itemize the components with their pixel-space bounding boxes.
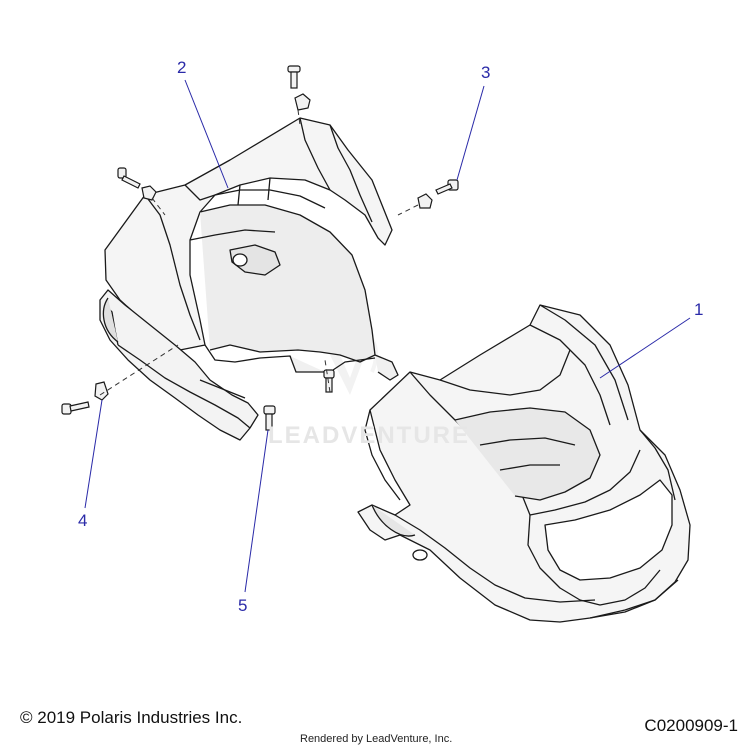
part-2-lower-wing xyxy=(99,289,259,441)
bolt-top-icon xyxy=(287,65,301,89)
part-1-nose-cover xyxy=(357,304,691,623)
part-2-inner-shroud xyxy=(104,117,399,381)
copyright-text: © 2019 Polaris Industries Inc. xyxy=(20,708,243,727)
clip-left-top-icon xyxy=(141,185,157,201)
bolt-4-icon xyxy=(61,401,90,415)
leader-lines xyxy=(84,79,691,593)
bolt-3-icon xyxy=(435,179,459,195)
rendered-by-text: Rendered by LeadVenture, Inc. xyxy=(300,733,453,745)
alignment-lines xyxy=(99,109,419,396)
leader-5 xyxy=(244,429,269,593)
leader-3 xyxy=(456,85,485,181)
callout-4: 4 xyxy=(78,511,88,530)
clip-4-icon xyxy=(94,381,109,401)
leader-2 xyxy=(184,79,229,189)
callout-1: 1 xyxy=(694,300,704,319)
callout-2: 2 xyxy=(177,58,187,77)
fasteners xyxy=(61,65,459,431)
clip-right-icon xyxy=(417,193,433,209)
watermark-text: LEADVENTURE xyxy=(268,422,471,449)
figure-code: C0200909-1 xyxy=(644,716,738,735)
bolt-left-top-icon xyxy=(117,167,141,189)
callout-5: 5 xyxy=(238,596,248,615)
leader-4 xyxy=(84,399,103,509)
clip-top-icon xyxy=(294,93,311,111)
bolt-5-icon xyxy=(263,405,276,431)
bolt-center-icon xyxy=(323,369,335,393)
callout-3: 3 xyxy=(481,63,491,82)
leader-1 xyxy=(599,317,691,379)
